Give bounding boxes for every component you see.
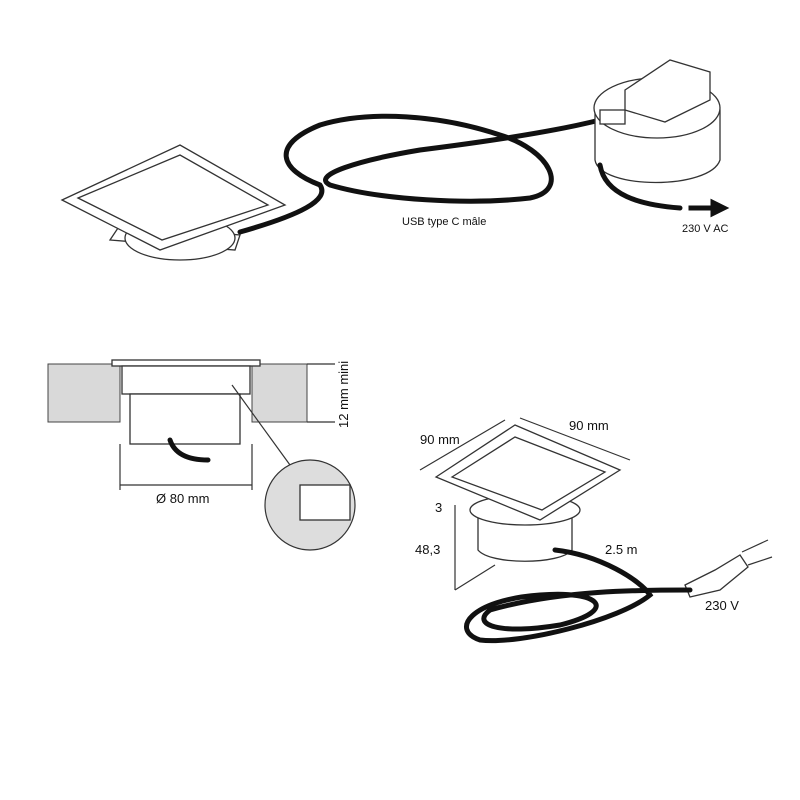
plug-voltage-label: 230 V bbox=[705, 598, 739, 613]
width-right-label: 90 mm bbox=[569, 418, 609, 433]
cable-length-label: 2.5 m bbox=[605, 542, 638, 557]
usb-type-c-label: USB type C mâle bbox=[402, 216, 487, 228]
width-left-label: 90 mm bbox=[420, 432, 460, 447]
arrow-right-icon bbox=[688, 198, 730, 218]
iso-view bbox=[419, 417, 773, 598]
power-supply-unit bbox=[593, 59, 721, 184]
diameter-label: Ø 80 mm bbox=[156, 491, 210, 506]
section-view bbox=[47, 359, 356, 551]
charger-top-view bbox=[60, 144, 287, 261]
power-cable bbox=[464, 547, 693, 644]
ac-cable bbox=[597, 162, 683, 211]
depth-label: 48,3 bbox=[415, 542, 441, 557]
section-cable bbox=[167, 437, 211, 463]
min-height-label: 12 mm mini bbox=[336, 360, 351, 428]
flange-label: 3 bbox=[435, 500, 443, 515]
ac-voltage-label: 230 V AC bbox=[682, 223, 729, 235]
usb-cable bbox=[237, 113, 603, 235]
